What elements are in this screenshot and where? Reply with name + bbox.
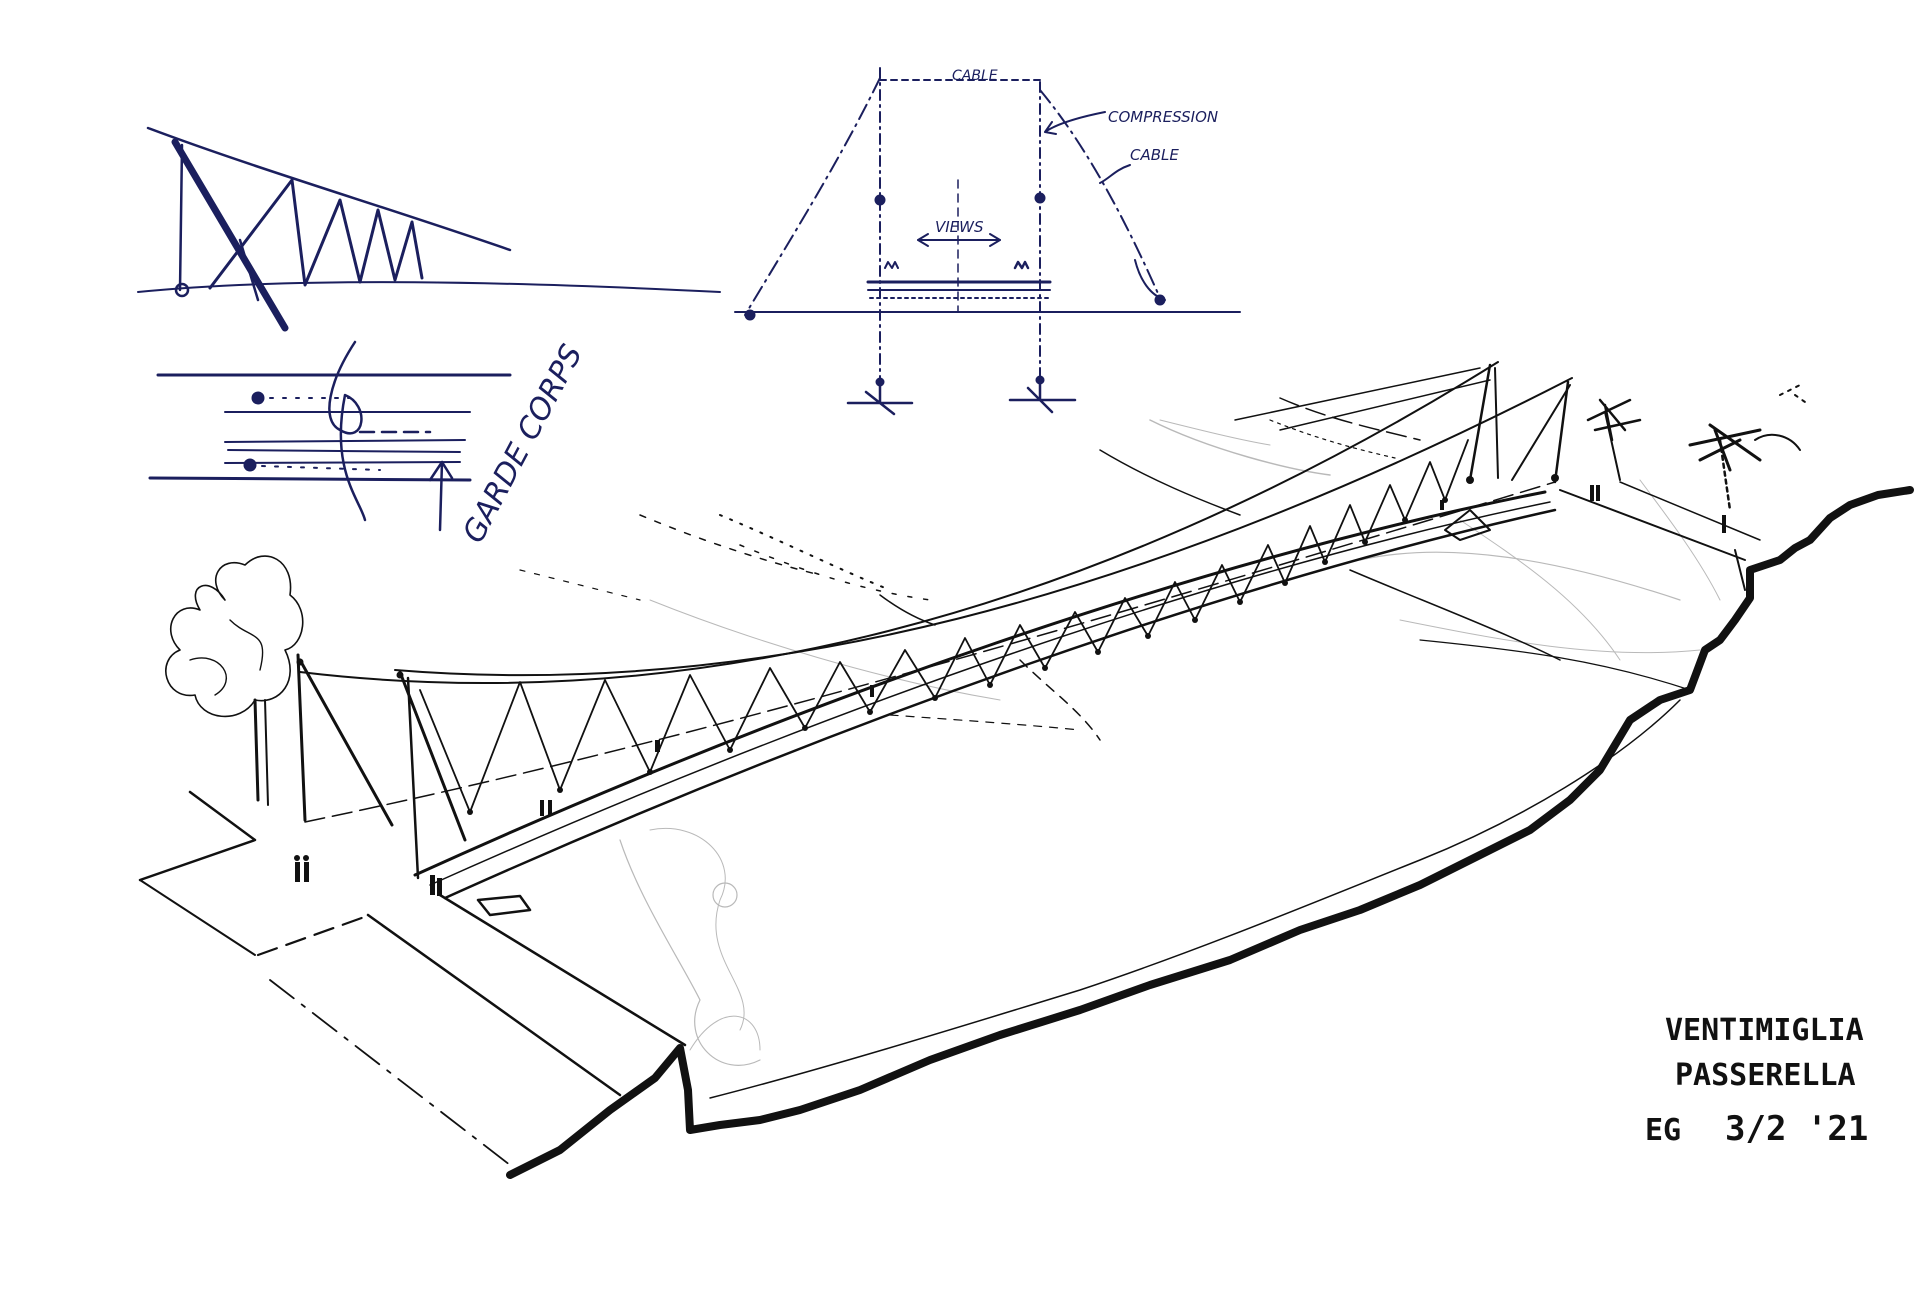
guardrail-plan-detail [148,340,512,532]
cable-top-label: CABLE [952,68,998,84]
bridge-cross-section [734,67,1241,416]
cable-side-label: CABLE [1130,146,1179,164]
signature-line2: PASSERELLA [1675,1058,1856,1093]
palm-trees-right [1586,384,1806,512]
signature-date: 3/2 '21 [1725,1109,1868,1149]
compression-label: COMPRESSION [1108,108,1218,126]
people-figures [294,485,1726,896]
views-label: VIEWS [935,218,984,236]
truss-elevation-detail [137,126,721,332]
signature-line1: VENTIMIGLIA [1665,1013,1864,1048]
pencil-underdrawing [619,419,1721,1066]
tree-left [165,555,304,806]
signature-initials: EG [1645,1113,1681,1148]
garde-corps-label: GARDE CORPS [456,339,590,549]
main-perspective [138,361,1914,1179]
